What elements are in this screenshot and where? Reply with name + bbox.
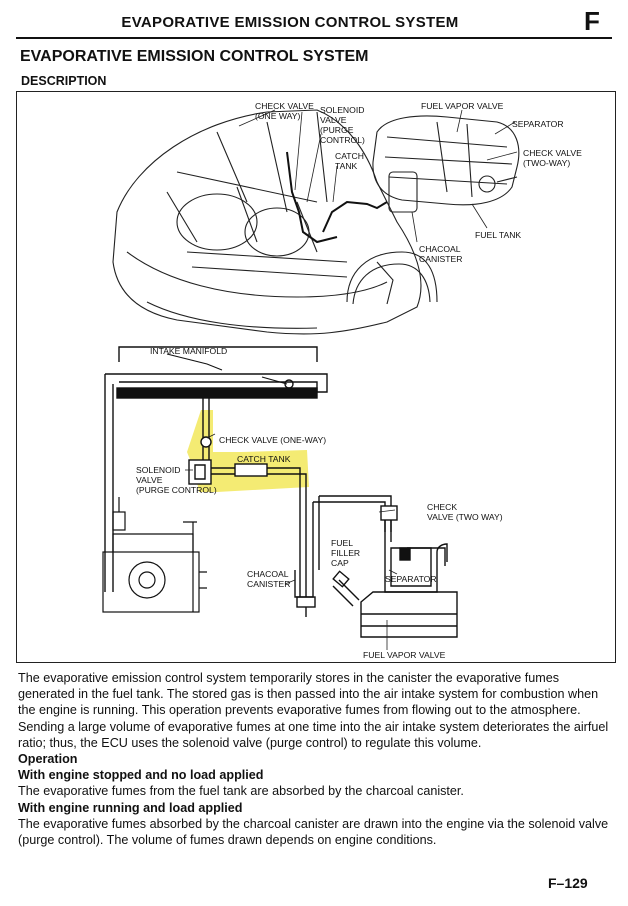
label-separator: SEPARATOR (385, 574, 437, 584)
engine-block-illustration (102, 497, 207, 613)
header-rule (16, 37, 612, 39)
label-top-fuel-tank: FUEL TANK (475, 230, 522, 240)
label-top-charcoal-canister: CHACOAL CANISTER (419, 244, 463, 264)
label-intake-manifold: INTAKE MANIFOLD (150, 346, 228, 356)
label-top-check-valve-two-way: CHECK VALVE (TWO-WAY) (523, 148, 582, 168)
body-text: The evaporative emission control system … (18, 670, 612, 848)
fuel-tank-illustration (372, 115, 520, 213)
system-diagram: CHECK VALVE (ONE WAY) SOLENOID VALVE (PU… (16, 91, 616, 663)
paragraph-ecu: Sending a large volume of evaporative fu… (18, 719, 609, 750)
label-top-catch-tank: CATCH TANK (335, 151, 364, 171)
section-letter: F (584, 6, 600, 36)
engine-bay-hoses (286, 151, 388, 244)
top-leader-lines (238, 109, 518, 243)
label-fuel-vapor-valve: FUEL VAPOR VALVE (363, 650, 446, 660)
highlight-marker (187, 410, 309, 492)
operation-heading: Operation (18, 752, 78, 767)
running-heading: With engine running and load applied (18, 800, 243, 815)
running-text: The evaporative fumes absorbed by the ch… (18, 816, 609, 848)
stopped-text: The evaporative fumes from the fuel tank… (18, 784, 464, 799)
label-top-fuel-vapor-valve: FUEL VAPOR VALVE (421, 101, 504, 111)
label-solenoid-valve: SOLENOID VALVE (PURGE CONTROL) (136, 465, 217, 495)
label-catch-tank: CATCH TANK (237, 454, 291, 464)
vehicle-outline (112, 109, 438, 335)
label-top-separator: SEPARATOR (512, 119, 564, 129)
label-charcoal-canister: CHACOAL CANISTER (247, 569, 291, 589)
page-number: F–129 (548, 875, 588, 891)
stopped-heading: With engine stopped and no load applied (18, 768, 264, 783)
diagram-drawing (102, 109, 520, 650)
label-check-valve-one-way: CHECK VALVE (ONE-WAY) (219, 435, 327, 445)
label-check-valve-two-way: CHECK VALVE (TWO WAY) (427, 502, 503, 522)
label-top-check-valve-one-way: CHECK VALVE (ONE WAY) (255, 101, 314, 121)
page-header-title: EVAPORATIVE EMISSION CONTROL SYSTEM (121, 14, 459, 31)
schematic-plumbing (104, 346, 458, 638)
label-fuel-filler-cap: FUEL FILLER CAP (331, 538, 361, 568)
section-title: EVAPORATIVE EMISSION CONTROL SYSTEM (20, 48, 369, 65)
label-top-solenoid-valve: SOLENOID VALVE (PURGE CONTROL) (320, 105, 365, 145)
bottom-leader-lines (185, 433, 398, 650)
subsection-title: DESCRIPTION (21, 74, 107, 88)
paragraph-overview: The evaporative emission control system … (18, 671, 599, 718)
